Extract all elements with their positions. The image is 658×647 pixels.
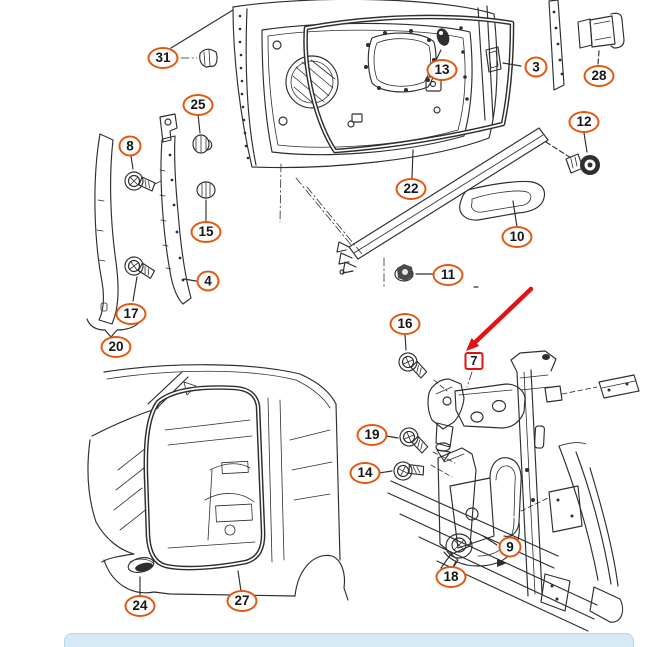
callout-20[interactable]: 20 xyxy=(100,336,132,358)
callout-4[interactable]: 4 xyxy=(196,270,220,292)
callout-11[interactable]: 11 xyxy=(432,264,464,286)
projection-lines xyxy=(279,163,479,288)
part-8-bolt-drawing xyxy=(124,155,162,192)
part-22-weatherstrip-drawing xyxy=(303,14,515,179)
part-16-bolt-drawing xyxy=(395,333,432,380)
part-27-weatherstrip-drawing xyxy=(143,385,266,592)
part-24-plug-drawing xyxy=(127,557,155,596)
part-31-clip-drawing xyxy=(180,48,218,68)
callout-17[interactable]: 17 xyxy=(115,303,147,325)
part-15-clip-drawing xyxy=(196,181,216,222)
part-25-clip-drawing xyxy=(192,113,213,154)
part-28-door-check-drawing xyxy=(577,12,625,65)
highlight-arrow xyxy=(466,286,534,351)
part-3-plate-drawing xyxy=(485,46,522,73)
part-12-bolt-drawing xyxy=(565,132,600,175)
callout-7[interactable]: 7 xyxy=(464,352,484,370)
part-14-bolt-drawing xyxy=(378,455,427,484)
part-20-molding-drawing xyxy=(86,133,143,338)
hinge-pillar-drawing xyxy=(387,350,640,632)
part-7-upper-hinge-drawing xyxy=(427,371,526,462)
part-17-bolt-drawing xyxy=(123,255,157,302)
callout-16[interactable]: 16 xyxy=(389,313,421,335)
part-10-regulator-rail-drawing xyxy=(336,127,572,275)
part-11-nut-drawing xyxy=(394,264,437,282)
window-channel-strip-drawing xyxy=(548,0,565,91)
callout-19[interactable]: 19 xyxy=(356,424,388,446)
bottom-panel-edge[interactable] xyxy=(64,633,634,647)
callout-22[interactable]: 22 xyxy=(395,178,427,200)
callout-14[interactable]: 14 xyxy=(349,462,381,484)
callout-24[interactable]: 24 xyxy=(124,595,156,617)
callout-15[interactable]: 15 xyxy=(190,221,222,243)
door-shell-drawing xyxy=(170,0,498,169)
callout-28[interactable]: 28 xyxy=(583,65,615,87)
callout-31[interactable]: 31 xyxy=(147,47,179,69)
callout-25[interactable]: 25 xyxy=(182,94,214,116)
part-4-impact-beam-drawing xyxy=(159,113,197,305)
callout-10[interactable]: 10 xyxy=(501,226,533,248)
callout-9[interactable]: 9 xyxy=(498,536,522,558)
callout-8[interactable]: 8 xyxy=(118,135,142,157)
callout-18[interactable]: 18 xyxy=(435,566,467,588)
callout-12[interactable]: 12 xyxy=(568,111,600,133)
part-19-bolt-drawing xyxy=(385,424,433,455)
callout-13[interactable]: 13 xyxy=(426,59,458,81)
callout-27[interactable]: 27 xyxy=(226,590,258,612)
callout-3[interactable]: 3 xyxy=(524,56,548,78)
